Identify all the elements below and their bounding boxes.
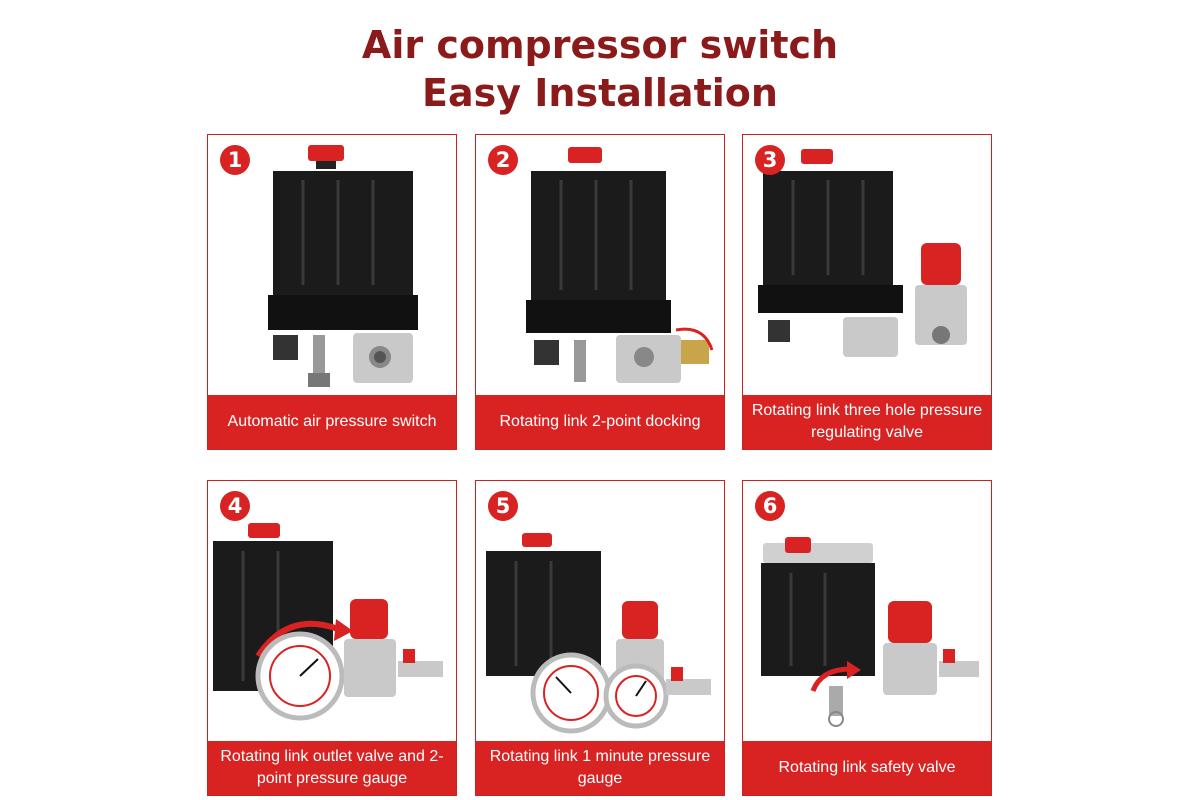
step-badge-6: 6 xyxy=(755,491,785,521)
step-panel-1: 1 Automatic air pressure switch xyxy=(207,134,457,450)
step-badge-2: 2 xyxy=(488,145,518,175)
step-caption-5: Rotating link 1 minute pressure gauge xyxy=(476,741,724,795)
page-title-line2: Easy Installation xyxy=(422,71,778,115)
step-badge-3: 3 xyxy=(755,145,785,175)
step-caption-6: Rotating link safety valve xyxy=(743,741,991,795)
step-badge-4: 4 xyxy=(220,491,250,521)
step-caption-1: Automatic air pressure switch xyxy=(208,395,456,449)
step-caption-2: Rotating link 2-point docking xyxy=(476,395,724,449)
switch-with-dual-gauges-illustration xyxy=(486,533,711,734)
step-panel-3: 3 Rotating link three hole pressure regu… xyxy=(742,134,992,450)
step-panel-5: 5 Rotating link 1 minute pressure gauge xyxy=(475,480,725,796)
step-panel-6: 6 Rotating link safety valve xyxy=(742,480,992,796)
switch-with-safety-valve-illustration xyxy=(761,537,979,727)
page-title-line1: Air compressor switch xyxy=(361,23,839,67)
step-badge-5: 5 xyxy=(488,491,518,521)
switch-with-gauge-and-valve-illustration xyxy=(213,523,443,721)
step-badge-1: 1 xyxy=(220,145,250,175)
pressure-switch-illustration xyxy=(268,145,418,387)
switch-with-fitting-illustration xyxy=(526,147,714,383)
step-panel-4: 4 Rotating link outlet valve and 2-point… xyxy=(207,480,457,796)
switch-with-regulator-illustration xyxy=(758,149,967,357)
step-caption-4: Rotating link outlet valve and 2-point p… xyxy=(208,741,456,795)
step-caption-3: Rotating link three hole pressure regula… xyxy=(743,395,991,449)
step-panel-2: 2 Rotating link 2-point docking xyxy=(475,134,725,450)
